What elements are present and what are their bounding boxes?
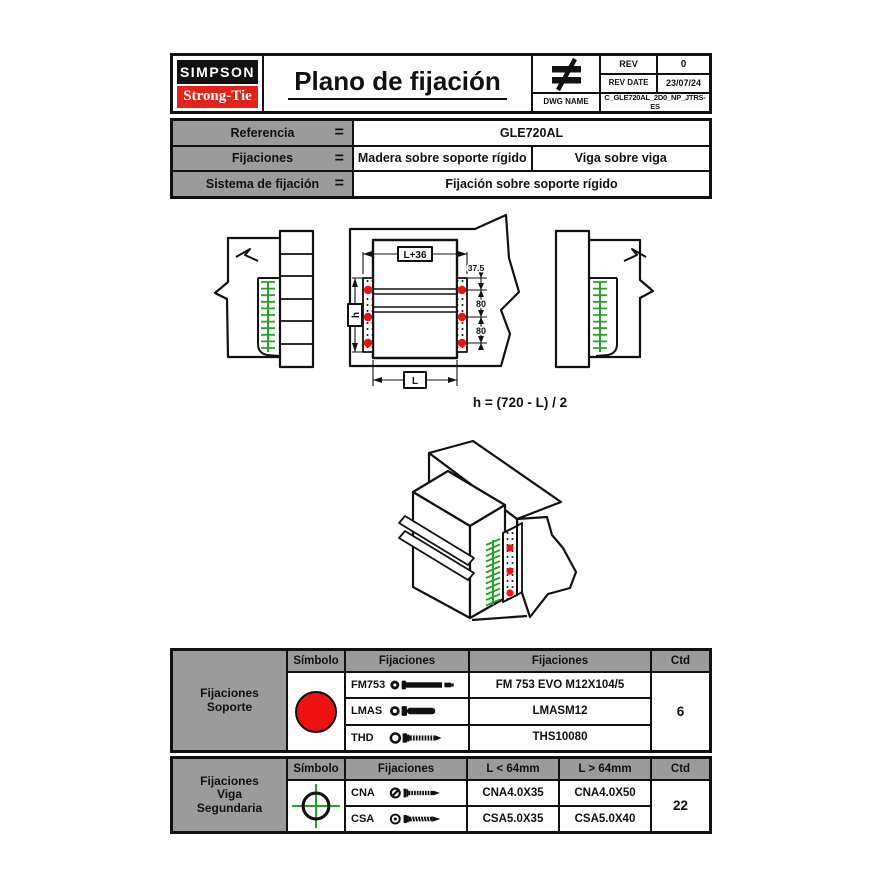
col-header-ctd: Ctd (652, 651, 709, 671)
fijaciones-label: Fijaciones = (173, 146, 352, 171)
csa-screw-icon (389, 813, 441, 825)
support-table-title: Fijaciones Soporte (173, 651, 286, 750)
cna-long-ref: CNA4.0X50 (560, 781, 650, 805)
beam-symbol-cell (288, 781, 344, 831)
dwg-name-value: C_GLE720AL_2D0_NP_JTRS-ES (601, 93, 709, 111)
equals-icon: = (334, 123, 344, 141)
dimension-right-stack: 37.5 80 80 (466, 262, 488, 350)
equals-icon: = (334, 175, 344, 193)
ledger-strip (398, 530, 475, 581)
svg-text:L+36: L+36 (403, 250, 427, 261)
fijaciones-value-right: Viga sobre viga (532, 146, 709, 171)
fixing-row-cna: CNA (346, 781, 466, 805)
svg-text:37.5: 37.5 (468, 263, 485, 273)
screws-green-iso (485, 538, 501, 607)
fixing-plan-drawing: L+36 h 37.5 80 80 (213, 213, 655, 622)
fixing-row-lmas: LMAS (346, 699, 468, 724)
ledger-strip (398, 515, 475, 566)
left-side-view (213, 229, 315, 369)
rev-date-label: REV DATE (601, 75, 656, 92)
equals-icon: = (334, 149, 344, 167)
height-formula: h = (720 - L) / 2 (473, 395, 567, 410)
sheet-title-cell: Plano de fijación (264, 56, 531, 111)
rev-value: 0 (658, 56, 709, 73)
fixing-row-fm753: FM753 (346, 673, 468, 698)
svg-text:h: h (351, 312, 362, 318)
col-header-fijaciones: Fijaciones (346, 759, 466, 779)
simpson-strongtie-logo: SIMPSON Strong-Tie (173, 56, 262, 111)
col-header-fijaciones: Fijaciones (346, 651, 468, 671)
thd-screw-icon (389, 732, 442, 744)
dimension-bottom: L (372, 360, 458, 389)
beam-qty: 22 (652, 781, 709, 831)
revision-table: REV 0 REV DATE 23/07/24 DWG NAME C_GLE72… (533, 56, 709, 111)
sistema-label: Sistema de fijación = (173, 172, 352, 196)
col-header-ctd: Ctd (652, 759, 709, 779)
fixing-row-thd: THD (346, 725, 468, 750)
crosshair-symbol (292, 783, 340, 829)
screws-green-left (261, 281, 275, 352)
not-equal-symbol-icon (533, 56, 599, 92)
col-header-simbolo: Símbolo (288, 651, 344, 671)
col-header-simbolo: Símbolo (288, 759, 344, 779)
rev-date-value: 23/07/24 (658, 75, 709, 92)
sistema-value: Fijación sobre soporte rígido (354, 172, 709, 196)
isometric-view (398, 439, 578, 622)
simpson-logo-text: SIMPSON (177, 59, 258, 84)
beam-fixings-table: Fijaciones Viga Segundaria Símbolo Fijac… (170, 756, 712, 834)
beam-table-title: Fijaciones Viga Segundaria (173, 759, 286, 831)
fijaciones-values: Madera sobre soporte rígido Viga sobre v… (354, 146, 709, 171)
dimension-height: h (347, 277, 373, 353)
red-circle-symbol (295, 690, 337, 733)
svg-text:80: 80 (476, 326, 486, 336)
lmas-anchor-icon (389, 706, 436, 717)
front-view: L+36 h 37.5 80 80 (347, 213, 521, 389)
csa-short-ref: CSA5.0X35 (468, 807, 558, 831)
referencia-label: Referencia = (173, 121, 352, 145)
title-block: SIMPSON Strong-Tie Plano de fijación REV… (170, 53, 712, 114)
col-header-long: L > 64mm (560, 759, 650, 779)
col-header-fijaciones-ref: Fijaciones (470, 651, 650, 671)
sheet-title: Plano de fijación (288, 66, 507, 101)
nail-plate-iso (502, 525, 518, 603)
fm753-bolt-icon (390, 680, 454, 690)
dimension-top: L+36 (362, 246, 468, 274)
screws-green-right (593, 281, 607, 352)
fixing-row-csa: CSA (346, 807, 466, 831)
anchor-dots-red-iso (506, 544, 514, 597)
anchor-dots-red (363, 285, 467, 348)
rev-label: REV (601, 56, 656, 73)
cna-short-ref: CNA4.0X35 (468, 781, 558, 805)
svg-text:80: 80 (476, 299, 486, 309)
strongtie-logo-text: Strong-Tie (177, 85, 258, 108)
csa-long-ref: CSA5.0X40 (560, 807, 650, 831)
support-fixings-table: Fijaciones Soporte Símbolo Fijaciones Fi… (170, 648, 712, 753)
fixing-ref-fm753: FM 753 EVO M12X104/5 (470, 673, 650, 698)
support-symbol-cell (288, 673, 344, 750)
dwg-name-label: DWG NAME (533, 94, 599, 111)
referencia-value: GLE720AL (354, 121, 709, 145)
reference-table: Referencia = GLE720AL Fijaciones = Mader… (170, 118, 712, 199)
fijaciones-value-left: Madera sobre soporte rígido (354, 146, 531, 171)
svg-text:L: L (412, 376, 418, 387)
fixing-ref-lmas: LMASM12 (470, 699, 650, 724)
fixing-ref-thd: THS10080 (470, 725, 650, 750)
col-header-short: L < 64mm (468, 759, 558, 779)
support-qty: 6 (652, 673, 709, 750)
cna-nail-icon (389, 787, 440, 799)
right-side-view (554, 229, 655, 369)
